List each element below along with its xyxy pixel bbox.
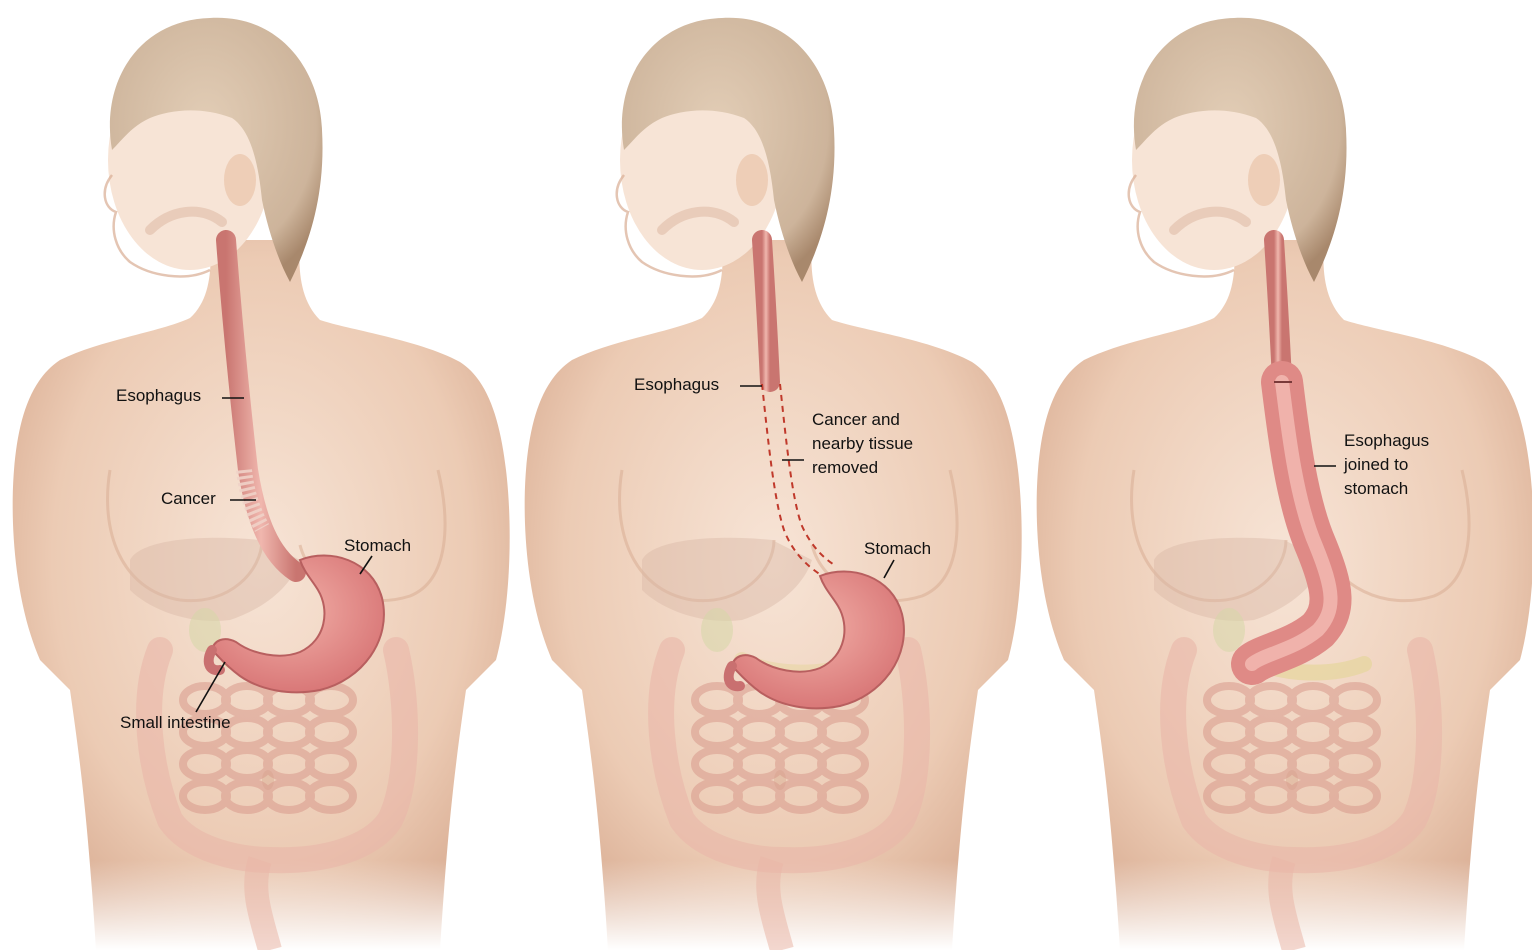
esophagus	[1274, 240, 1282, 380]
label-small-intestine: Small intestine	[120, 711, 231, 735]
panel-during-surgery: Esophagus Cancer and nearby tissue remov…	[512, 0, 1032, 950]
ear	[1248, 154, 1280, 206]
label-stomach: Stomach	[864, 537, 931, 561]
panel-after-surgery: Esophagus joined to stomach	[1024, 0, 1532, 950]
gallbladder	[1213, 608, 1245, 652]
label-esophagus: Esophagus	[634, 373, 719, 397]
torso-illustration-during	[512, 0, 1032, 950]
panel-before-surgery: Esophagus Cancer Stomach Small intestine	[0, 0, 520, 950]
label-cancer: Cancer	[161, 487, 216, 511]
ear	[736, 154, 768, 206]
rectum	[768, 860, 782, 950]
esophagus-stump	[762, 240, 770, 382]
label-stomach: Stomach	[344, 534, 411, 558]
label-esophagus: Esophagus	[116, 384, 201, 408]
torso-illustration-before	[0, 0, 520, 950]
label-cancer-removed: Cancer and nearby tissue removed	[812, 408, 930, 480]
rectum	[1280, 860, 1294, 950]
ear	[224, 154, 256, 206]
label-esophagus-joined: Esophagus joined to stomach	[1344, 429, 1456, 501]
gallbladder	[701, 608, 733, 652]
rectum	[256, 860, 270, 950]
